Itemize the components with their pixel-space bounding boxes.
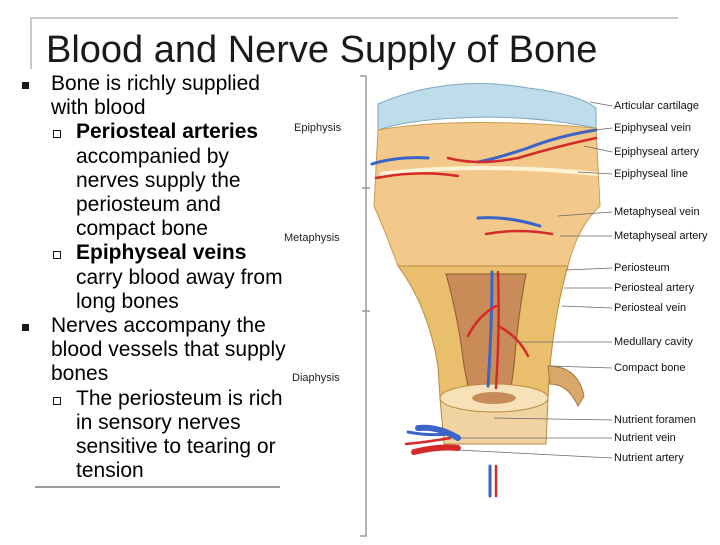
sub-bullet-bold-text: Periosteal arteries bbox=[76, 120, 259, 144]
title-frame-top bbox=[30, 17, 678, 19]
callout-compact-bone: Compact bone bbox=[614, 362, 686, 374]
sub-bullet-text: accompanied by nerves supply the periost… bbox=[76, 144, 241, 241]
bone-drawing bbox=[360, 75, 613, 537]
epiphyseal-line-shape bbox=[379, 166, 599, 176]
callout-epiphyseal-vein: Epiphyseal vein bbox=[614, 122, 692, 134]
nutrient-artery-shape bbox=[411, 444, 461, 455]
periosteum-flap-shape bbox=[547, 365, 585, 408]
callout-articular-cartilage: Articular cartilage bbox=[614, 100, 699, 112]
sub-bullet-periosteal-arteries: Periosteal arteries accompanied by nerve… bbox=[20, 120, 290, 241]
callout-epiphyseal-artery: Epiphyseal artery bbox=[614, 146, 699, 158]
cut-medullary-shape bbox=[472, 392, 516, 404]
bone-illustration: Epiphysis Metaphysis Diaphysis Articular… bbox=[278, 66, 720, 540]
zone-bracket bbox=[360, 75, 367, 537]
zone-label-metaphysis: Metaphysis bbox=[284, 232, 340, 244]
callout-periosteal-artery: Periosteal artery bbox=[614, 282, 695, 294]
zone-label-diaphysis: Diaphysis bbox=[292, 372, 340, 384]
callout-metaphyseal-vein: Metaphyseal vein bbox=[614, 206, 700, 218]
sub-bullet-epiphyseal-veins: Epiphyseal veins carry blood away from l… bbox=[20, 241, 290, 314]
square-bullet-icon bbox=[22, 324, 29, 332]
bullet-text: Bone is richly supplied with blood bbox=[51, 72, 260, 120]
callout-medullary-cavity: Medullary cavity bbox=[614, 336, 693, 348]
hollow-square-bullet-icon bbox=[53, 130, 61, 139]
veins bbox=[370, 128, 598, 498]
callout-epiphyseal-line: Epiphyseal line bbox=[614, 168, 688, 180]
sub-bullet-periosteum-nerves: The periosteum is rich in sensory nerves… bbox=[20, 387, 290, 484]
sub-bullet-text: carry blood away from long bones bbox=[76, 265, 283, 313]
callout-nutrient-vein: Nutrient vein bbox=[614, 432, 676, 444]
bullet-blood-supply: Bone is richly supplied with blood bbox=[20, 72, 290, 120]
zone-label-epiphysis: Epiphysis bbox=[294, 122, 342, 134]
square-bullet-icon bbox=[22, 82, 29, 89]
callout-periosteum: Periosteum bbox=[614, 262, 670, 274]
nutrient-vein-shape bbox=[415, 424, 461, 441]
callout-metaphyseal-artery: Metaphyseal artery bbox=[614, 230, 708, 242]
hollow-square-bullet-icon bbox=[53, 251, 61, 260]
epiphysis-shape bbox=[373, 121, 601, 267]
callout-nutrient-artery: Nutrient artery bbox=[614, 452, 684, 464]
callout-nutrient-foramen: Nutrient foramen bbox=[614, 414, 696, 426]
hollow-square-bullet-icon bbox=[53, 396, 61, 405]
callout-periosteal-vein: Periosteal vein bbox=[614, 302, 687, 314]
slide-title: Blood and Nerve Supply of Bone bbox=[46, 29, 598, 71]
zone-dividers bbox=[362, 187, 370, 312]
bullet-text: Nerves accompany the blood vessels that … bbox=[51, 314, 286, 386]
callout-leaders bbox=[457, 101, 613, 459]
sub-bullet-bold-text: Epiphyseal veins bbox=[76, 241, 247, 265]
sub-bullet-text: The periosteum is rich in sensory nerves… bbox=[76, 386, 283, 483]
bottom-rule bbox=[35, 486, 280, 488]
bullet-nerves: Nerves accompany the blood vessels that … bbox=[20, 314, 290, 387]
arteries bbox=[374, 136, 598, 498]
bullet-list: Bone is richly supplied with blood Perio… bbox=[20, 72, 290, 483]
title-frame-left bbox=[30, 17, 32, 69]
